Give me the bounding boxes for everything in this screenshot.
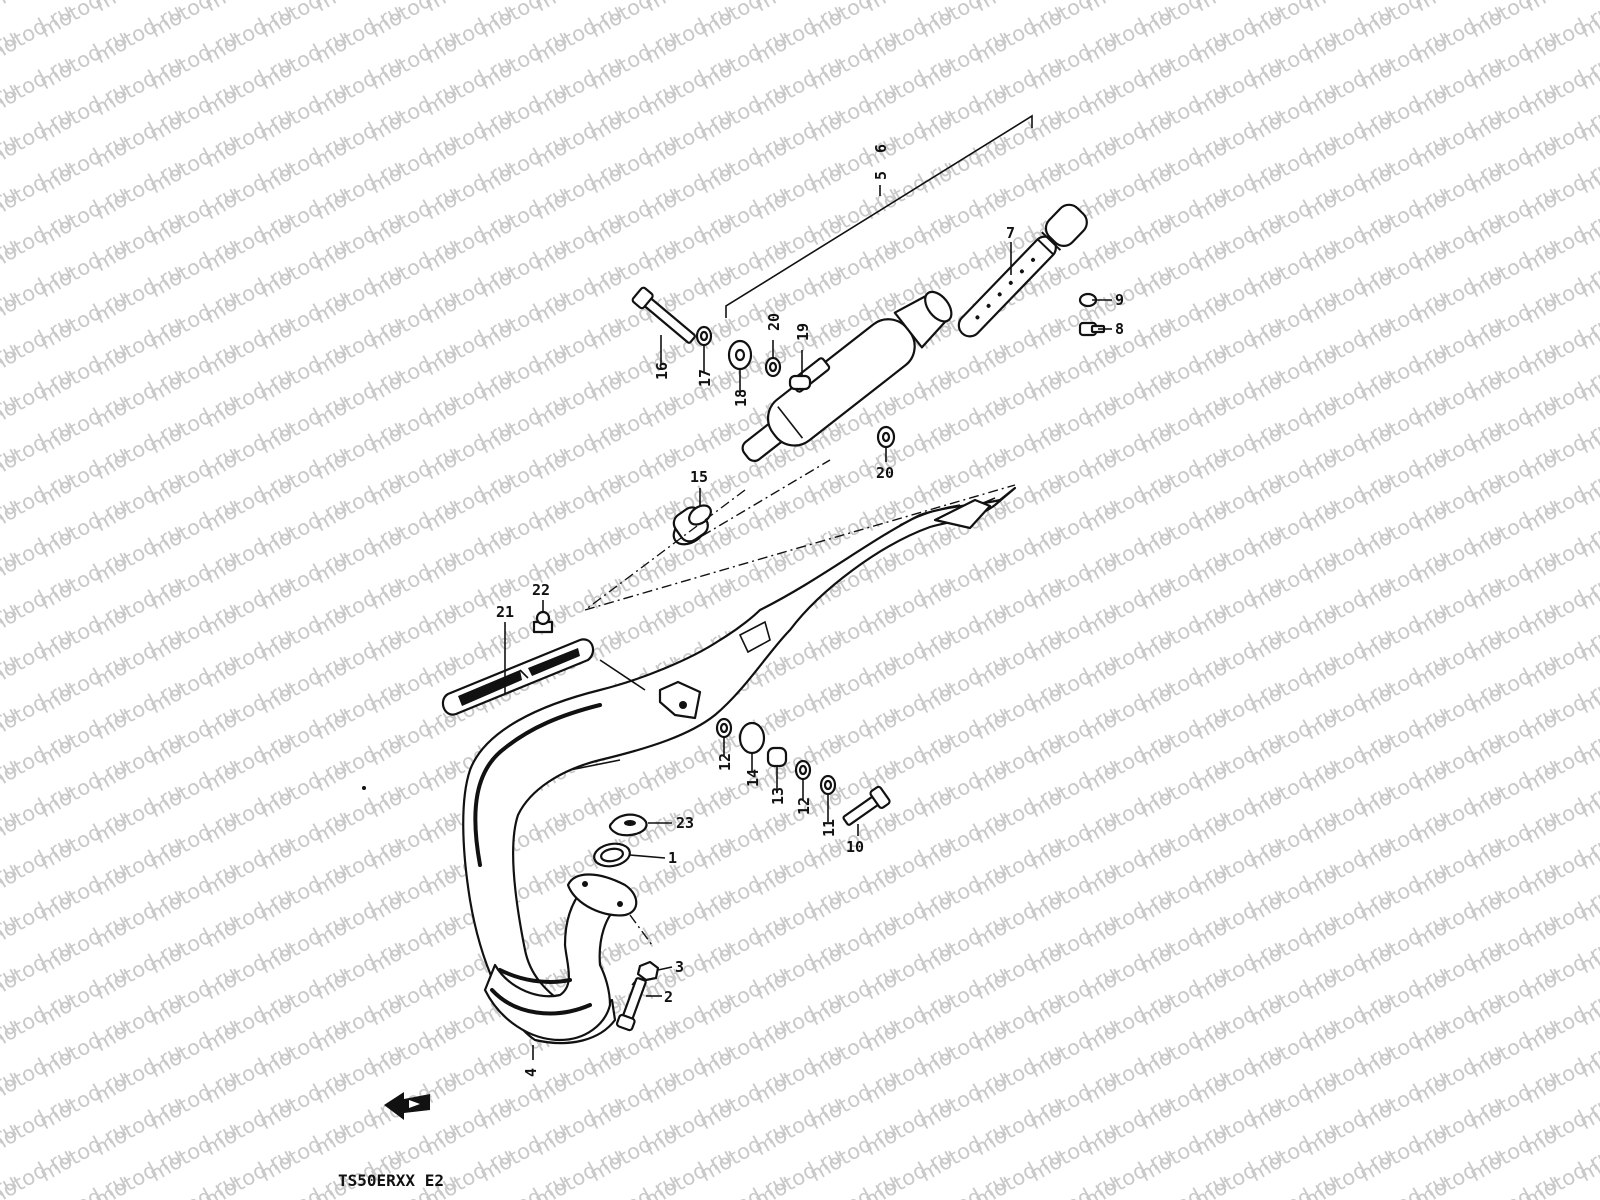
callout-9: 9 (1115, 291, 1124, 309)
callout-3: 3 (675, 958, 684, 976)
callout-12-b: 12 (795, 797, 813, 815)
model-code-label: TS50ERXX E2 (338, 1171, 444, 1190)
nut-11 (819, 774, 837, 796)
callout-5: 5 (872, 171, 890, 180)
gasket-23 (608, 813, 648, 837)
callout-4: 4 (522, 1068, 540, 1077)
callout-1: 1 (668, 849, 677, 867)
callout-15: 15 (690, 468, 708, 486)
washer-20-upper (764, 356, 782, 378)
callout-16: 16 (653, 362, 671, 380)
bolt-22 (532, 610, 554, 634)
callout-22: 22 (532, 581, 550, 599)
callout-7: 7 (1006, 224, 1015, 242)
callout-13: 13 (769, 787, 787, 805)
callout-23: 23 (676, 814, 694, 832)
washer-12-a (715, 717, 733, 739)
callout-14: 14 (744, 769, 762, 787)
callout-20-b: 20 (876, 464, 894, 482)
collar-13 (766, 746, 788, 768)
callout-10: 10 (846, 838, 864, 856)
callout-18: 18 (732, 389, 750, 407)
callout-8: 8 (1115, 320, 1124, 338)
callout-19: 19 (794, 323, 812, 341)
callout-20-a: 20 (765, 313, 783, 331)
washer-18 (727, 339, 753, 371)
callout-2: 2 (664, 988, 673, 1006)
callout-6: 6 (872, 144, 890, 153)
callout-11: 11 (820, 819, 838, 837)
nut-3 (636, 960, 660, 982)
collar-19 (788, 374, 812, 391)
callout-21: 21 (496, 603, 514, 621)
washer-14 (738, 721, 766, 755)
washer-12-b (794, 759, 812, 781)
callout-12-a: 12 (716, 753, 734, 771)
grommet-17 (695, 325, 713, 347)
washer-20-lower (876, 425, 896, 449)
callout-17: 17 (696, 369, 714, 387)
